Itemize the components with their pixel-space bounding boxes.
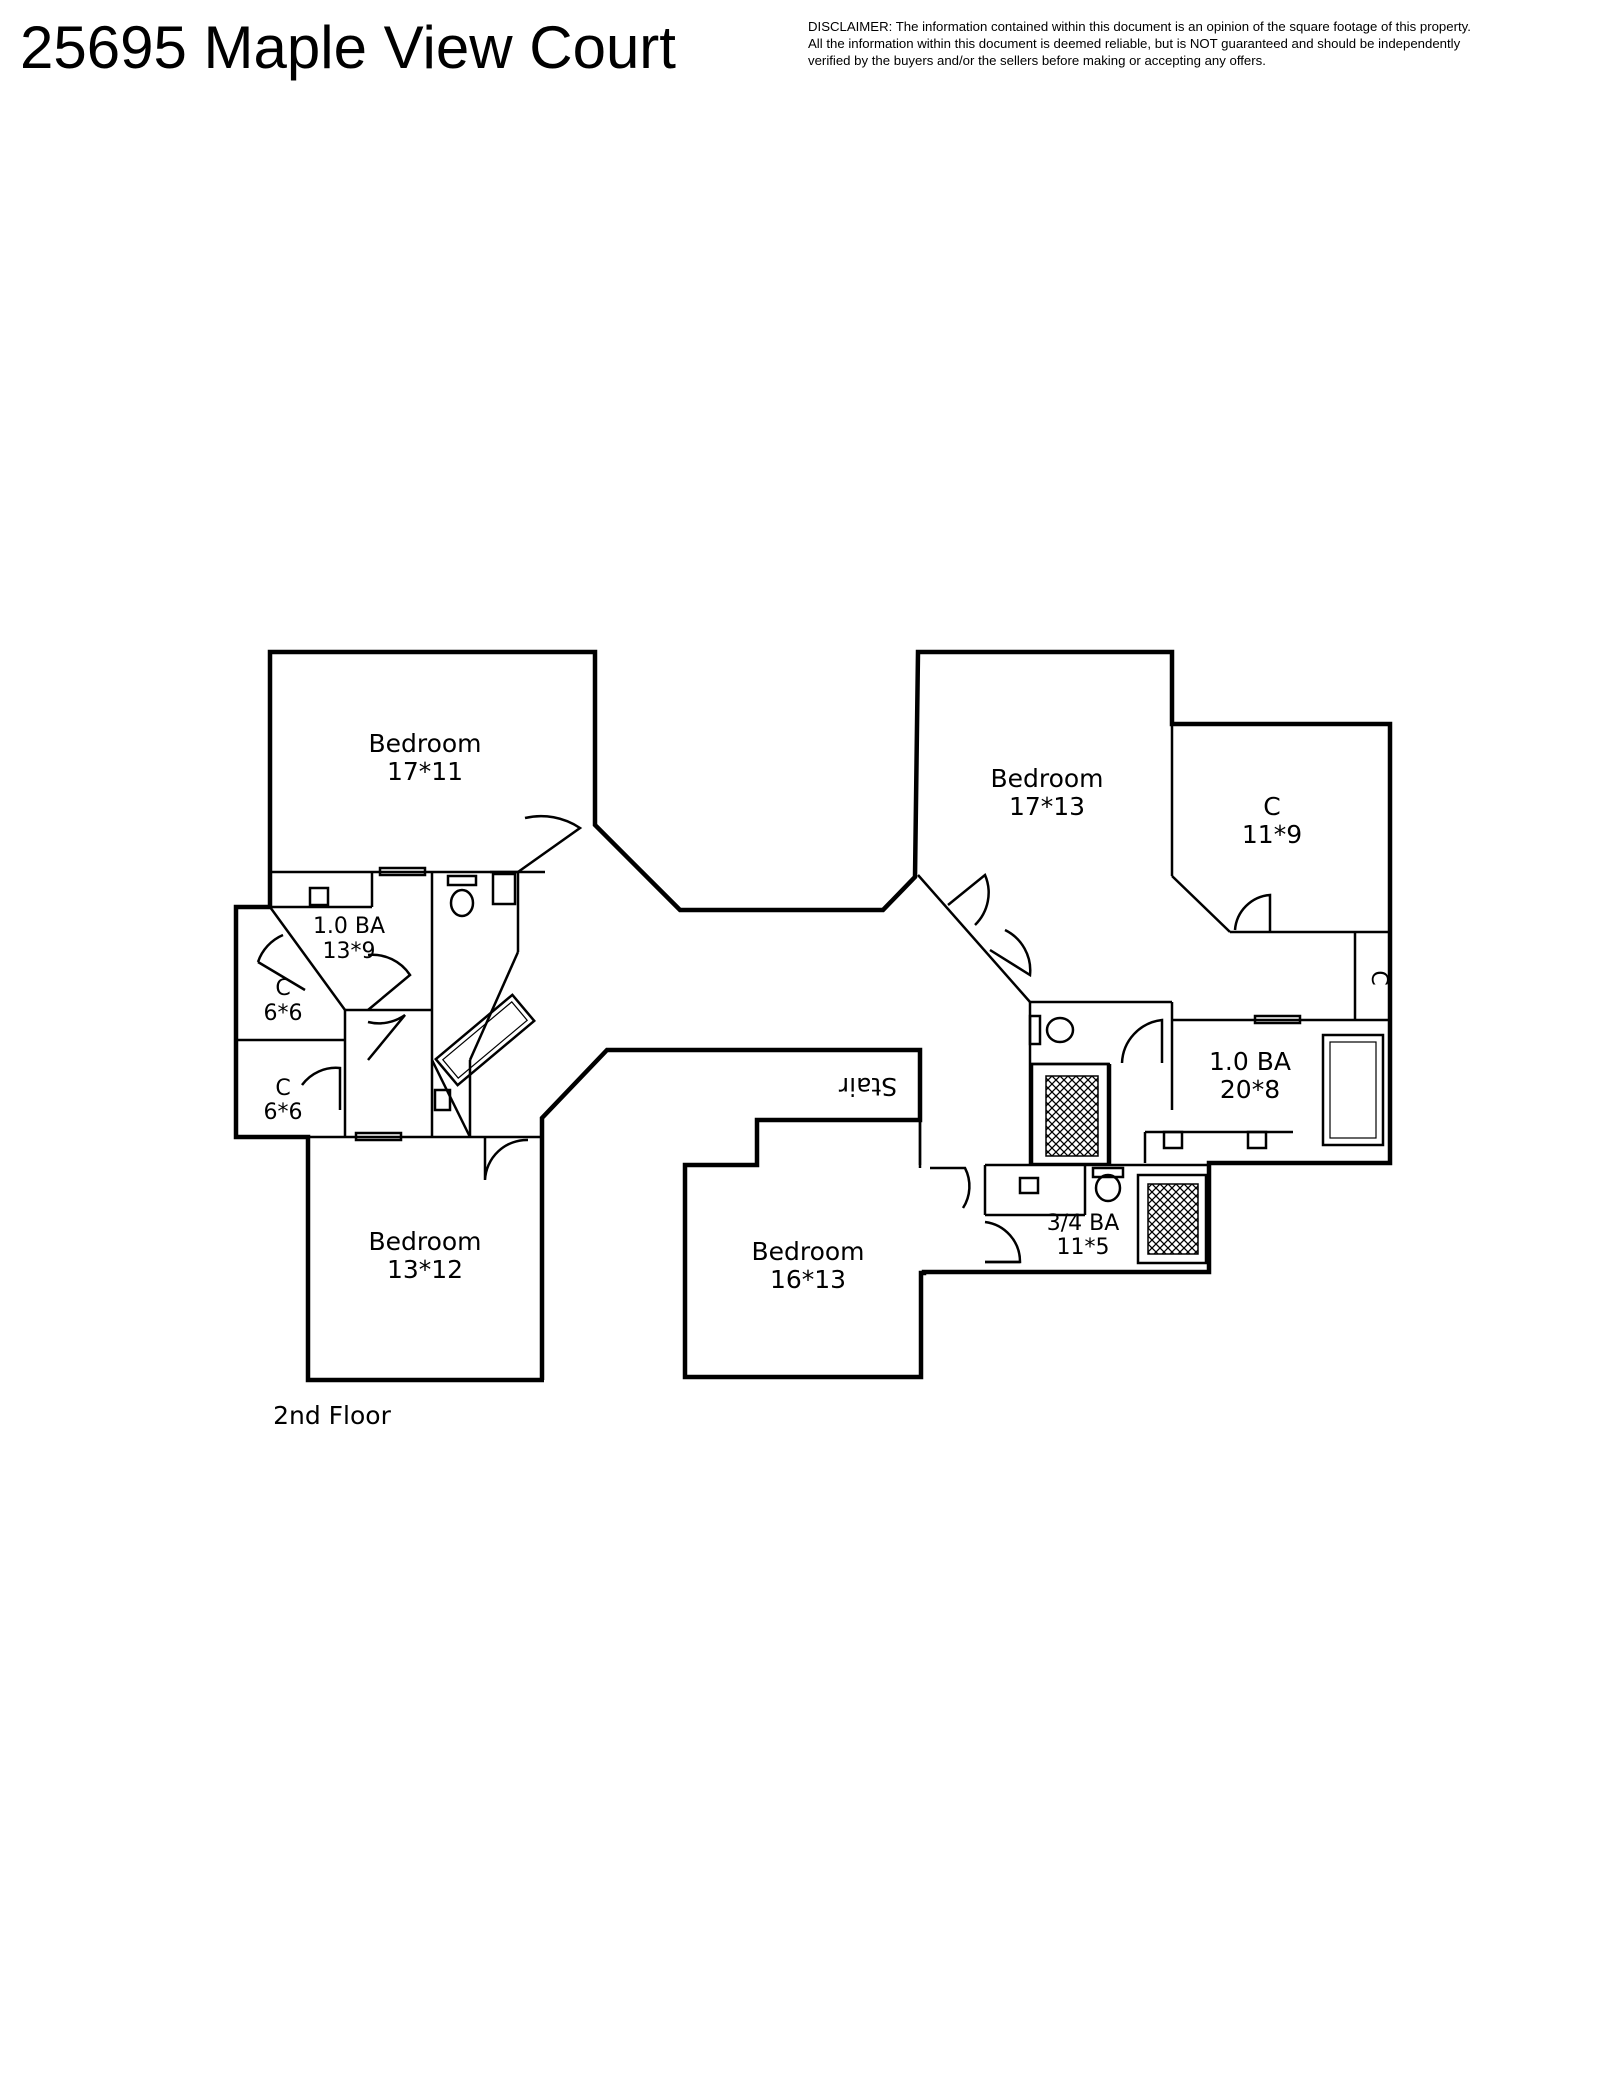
room-name: 3/4 BA — [1047, 1211, 1120, 1236]
room-size: 13*12 — [387, 1255, 463, 1284]
interior-walls-east — [917, 724, 1390, 1168]
property-address-title: 25695 Maple View Court — [20, 14, 676, 81]
stair-label: Stair — [838, 1072, 897, 1101]
room-name: Bedroom — [368, 1227, 481, 1256]
floor-label: 2nd Floor — [273, 1401, 391, 1430]
room-name: Bedroom — [368, 729, 481, 758]
room-size: 6*6 — [264, 1100, 303, 1125]
room-size: 16*13 — [770, 1265, 846, 1294]
room-size: 6*6 — [264, 1001, 303, 1026]
room-name: Bedroom — [751, 1237, 864, 1266]
room-name: 1.0 BA — [313, 914, 385, 939]
room-name: Bedroom — [990, 764, 1103, 793]
exterior-walls — [233, 649, 1393, 1383]
room-size: 11*5 — [1057, 1235, 1110, 1260]
disclaimer-text: DISCLAIMER: The information contained wi… — [808, 18, 1598, 69]
door-swings — [256, 814, 1272, 1264]
disclaimer-line: verified by the buyers and/or the seller… — [808, 53, 1266, 69]
room-name: C — [1366, 970, 1391, 985]
disclaimer-line: DISCLAIMER: The information contained wi… — [808, 19, 1471, 34]
room-name: C — [1263, 792, 1280, 821]
room-size: 13*9 — [323, 939, 376, 964]
interior-walls-west — [236, 866, 545, 1142]
room-name: C — [275, 976, 290, 1001]
room-name: C — [275, 1076, 290, 1101]
room-labels: Bedroom 17*11 1.0 BA 13*9 C 6*6 C 6*6 Be… — [264, 729, 1392, 1430]
room-name: 1.0 BA — [1209, 1047, 1291, 1076]
room-size: 17*11 — [387, 757, 463, 786]
room-size: 11*9 — [1242, 820, 1302, 849]
room-size: 20*8 — [1220, 1075, 1280, 1104]
room-size: 17*13 — [1009, 792, 1085, 821]
disclaimer-line: All the information within this document… — [808, 36, 1461, 52]
interior-walls-south — [918, 1120, 1209, 1265]
